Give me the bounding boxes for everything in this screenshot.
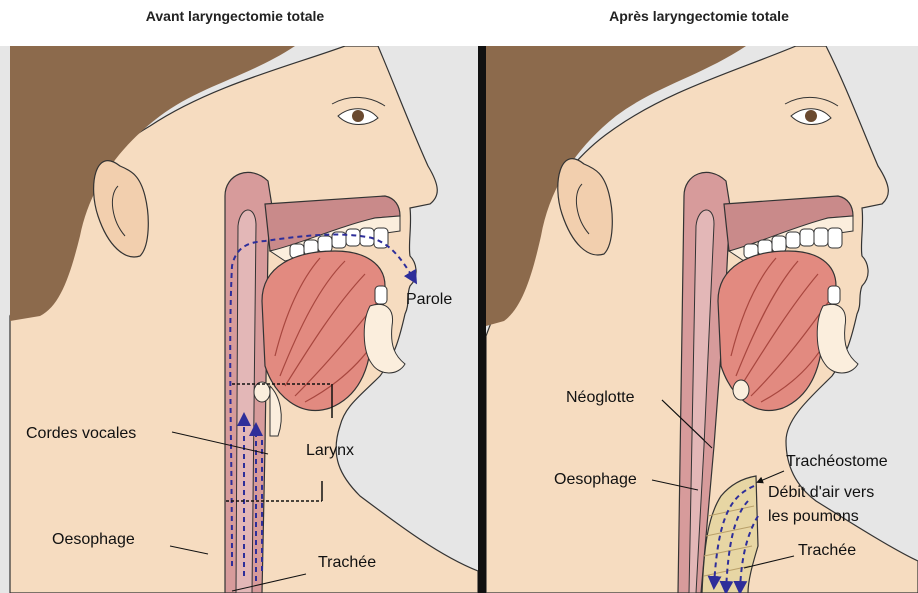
label-esophagus: Oesophage (554, 471, 637, 488)
label-trachea: Trachée (798, 542, 856, 559)
panel-after: Néoglotte Trachéostome Oesophage Débit d… (486, 46, 918, 593)
title-after: Après laryngectomie totale (480, 8, 918, 24)
label-tracheostoma: Trachéostome (786, 453, 888, 470)
hyoid (254, 382, 270, 402)
label-airflow-line1: Débit d'air vers (768, 484, 874, 501)
illustration-before: Parole Cordes vocales Larynx Oesophage T… (0, 46, 478, 593)
label-speech: Parole (406, 291, 452, 308)
panel-before: Parole Cordes vocales Larynx Oesophage T… (0, 46, 478, 593)
label-trachea: Trachée (318, 554, 376, 571)
illustration-after: Néoglotte Trachéostome Oesophage Débit d… (486, 46, 918, 593)
label-vocal-cords: Cordes vocales (26, 425, 136, 442)
label-airflow-line2: les poumons (768, 508, 859, 525)
title-before: Avant laryngectomie totale (0, 8, 470, 24)
label-neoglottis: Néoglotte (566, 389, 635, 406)
label-esophagus: Oesophage (52, 531, 135, 548)
lower-tooth (828, 286, 840, 304)
panel-divider (478, 46, 486, 593)
lower-tooth (375, 286, 387, 304)
label-larynx: Larynx (306, 442, 354, 459)
hyoid (733, 380, 749, 400)
